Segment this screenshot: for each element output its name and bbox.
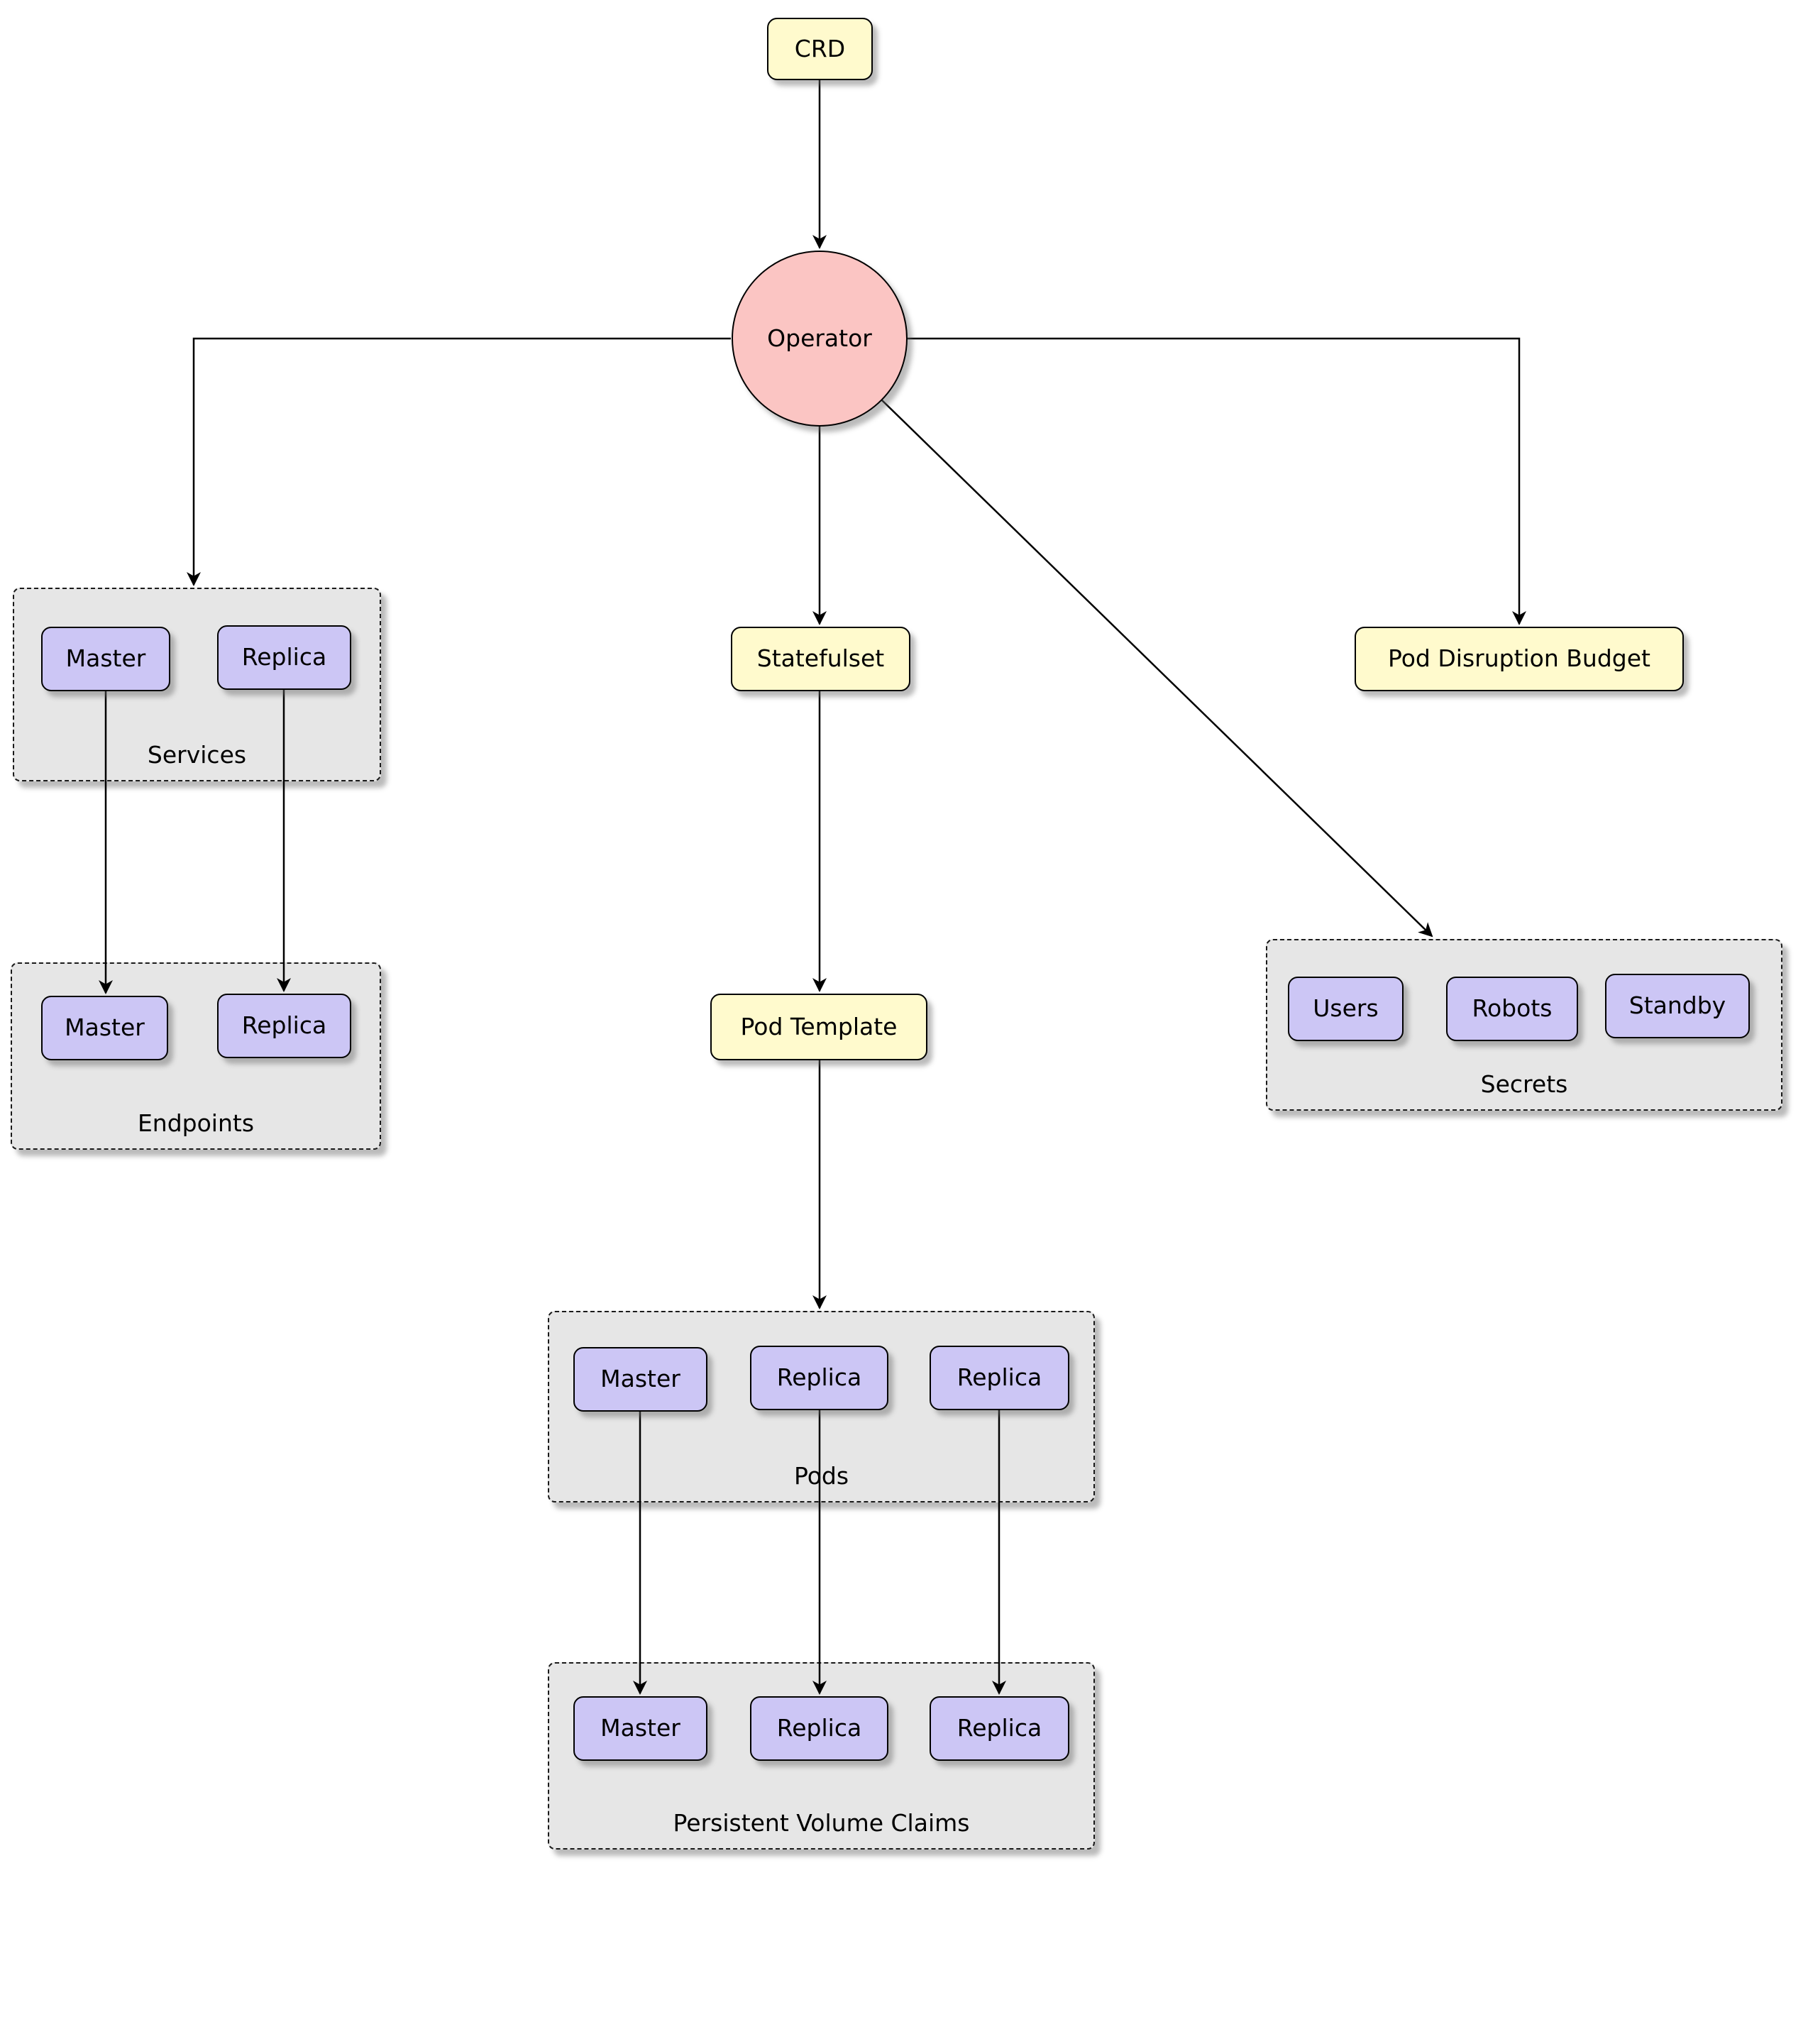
group-services-label: Services xyxy=(147,741,247,769)
group-pods-label: Pods xyxy=(793,1462,849,1490)
pods-replica1-node: Replica xyxy=(750,1346,888,1410)
node-pod-disruption-budget: Pod Disruption Budget xyxy=(1355,627,1684,691)
endpoints-replica-node: Replica xyxy=(217,994,351,1058)
group-endpoints-label: Endpoints xyxy=(137,1109,255,1137)
secrets-robots-node: Robots xyxy=(1446,977,1578,1041)
pvc-master-node: Master xyxy=(573,1696,707,1761)
secrets-standby-node: Standby xyxy=(1605,974,1750,1038)
pods-replica2-node: Replica xyxy=(930,1346,1069,1410)
pvc-replica2-node: Replica xyxy=(930,1696,1069,1761)
pvc-replica1-node: Replica xyxy=(750,1696,888,1761)
edge-operator-secrets xyxy=(881,400,1433,938)
edge-operator-services xyxy=(187,337,731,586)
node-statefulset: Statefulset xyxy=(731,627,910,691)
node-operator: Operator xyxy=(732,251,908,427)
pods-master-node: Master xyxy=(573,1347,707,1412)
node-crd: CRD xyxy=(767,18,873,80)
node-pod-template: Pod Template xyxy=(710,994,927,1060)
secrets-users-node: Users xyxy=(1288,977,1404,1041)
group-persistent-volume-claims-label: Persistent Volume Claims xyxy=(673,1809,970,1837)
services-replica-node: Replica xyxy=(217,625,351,690)
endpoints-master-node: Master xyxy=(41,996,168,1060)
group-secrets-label: Secrets xyxy=(1480,1070,1568,1098)
edge-operator-pod-disruption-budget xyxy=(907,337,1526,625)
services-master-node: Master xyxy=(41,627,170,691)
